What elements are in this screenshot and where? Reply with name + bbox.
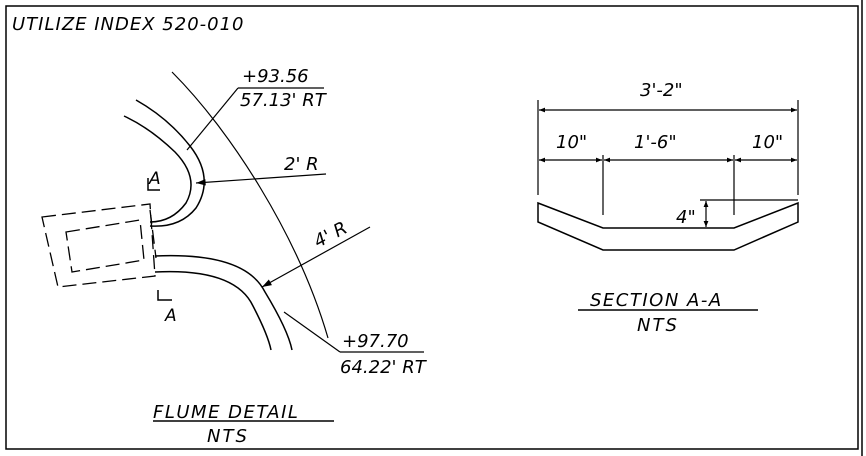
- upper-curb-outer: [123, 115, 192, 223]
- radius-large-label: 4' R: [310, 218, 350, 253]
- top-offset-label: 57.13' RT: [240, 90, 328, 111]
- inlet-connector-top: [149, 209, 157, 259]
- inlet-outer-dashed: [41, 203, 156, 288]
- section-a-a: 3'-2" 10" 1'-6" 10" 4" SECTION A-A NTS: [537, 80, 799, 336]
- radius-large-leader: [261, 226, 371, 288]
- overall-width-label: 3'-2": [640, 80, 683, 101]
- lower-curb-upper: [154, 254, 293, 351]
- right-width-label: 10": [752, 132, 783, 153]
- section-profile: [537, 201, 799, 251]
- section-scale: NTS: [637, 315, 679, 336]
- radius-small-label: 2' R: [284, 154, 319, 175]
- bottom-station-label: +97.70: [342, 331, 409, 352]
- bottom-offset-label: 64.22' RT: [340, 357, 428, 378]
- flume-title: FLUME DETAIL: [153, 402, 299, 423]
- flume-detail: A A +93.56 57.13' RT 2' R 4' R +97.70 64…: [41, 66, 428, 447]
- section-mark-top-label: A: [148, 169, 161, 189]
- depth-label: 4": [676, 207, 696, 228]
- general-note: UTILIZE INDEX 520-010: [12, 14, 245, 35]
- top-station-label: +93.56: [242, 66, 309, 87]
- inlet-inner-dashed: [65, 219, 145, 273]
- center-width-label: 1'-6": [634, 132, 677, 153]
- section-mark-bottom-label: A: [164, 306, 177, 326]
- flume-scale: NTS: [207, 426, 249, 447]
- section-mark-bottom-line: [157, 290, 172, 301]
- radius-small-leader: [195, 173, 327, 186]
- section-mark-top-line: [147, 178, 160, 191]
- road-edge-curve: [171, 71, 329, 339]
- left-width-label: 10": [556, 132, 587, 153]
- sheet-border: [5, 5, 859, 450]
- upper-curb-inner: [135, 99, 205, 227]
- section-title: SECTION A-A: [590, 290, 723, 311]
- lower-curb-lower: [154, 270, 272, 351]
- top-leader-line: [186, 87, 239, 151]
- bottom-leader-line: [283, 311, 341, 353]
